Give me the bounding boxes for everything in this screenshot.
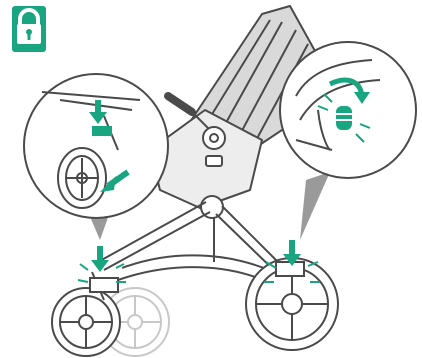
seat-hub [203, 127, 225, 149]
front-wheel [52, 272, 120, 356]
zoom-callout-front-brake [24, 74, 168, 218]
rear-wheel [246, 258, 338, 350]
zoom-callout-rear-brake [280, 42, 416, 178]
padlock-icon [12, 6, 46, 52]
callout-pointer-right [300, 172, 330, 240]
brake-lever [336, 106, 352, 130]
